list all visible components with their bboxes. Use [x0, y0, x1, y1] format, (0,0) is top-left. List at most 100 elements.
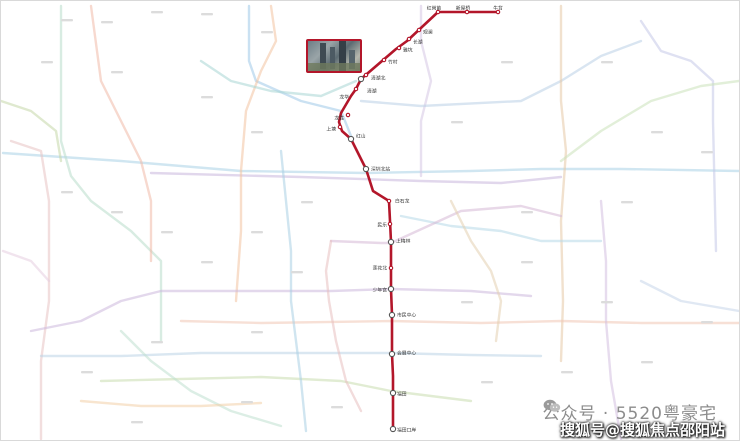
- bg-line-teal-1: [199, 59, 358, 98]
- station-label: 白石龙: [395, 198, 410, 205]
- station-label: 清湖: [367, 88, 377, 95]
- bg-line-steel-1: [639, 279, 739, 313]
- faint-label-mark: [131, 421, 143, 424]
- faint-label-mark: [481, 381, 493, 384]
- faint-label-mark: [111, 211, 123, 214]
- faint-label-mark: [151, 341, 163, 344]
- faint-label-mark: [331, 406, 343, 409]
- station-label: 清湖北: [371, 75, 386, 82]
- station-label: 雅坑: [403, 47, 413, 54]
- faint-label-mark: [501, 61, 513, 64]
- station-label: 红山: [356, 133, 366, 140]
- station-label: 上梅林: [396, 238, 411, 245]
- bg-line-olive-h: [99, 375, 473, 403]
- faint-label-mark: [701, 321, 713, 324]
- station-label: 少年宫: [373, 287, 388, 294]
- station-label: 观澜: [423, 29, 433, 36]
- faint-label-mark: [41, 61, 53, 64]
- station-label: 牛背: [493, 5, 503, 12]
- station-label: 龙华: [339, 94, 349, 101]
- station-label: 长湖: [413, 39, 423, 46]
- station-label: 莲花北: [373, 265, 388, 272]
- station-marker: [495, 9, 501, 15]
- station-label: 新屋桥: [456, 5, 471, 12]
- faint-label-mark: [641, 361, 653, 364]
- bg-line-sky-h: [39, 351, 543, 358]
- bg-line-green-1: [59, 4, 163, 343]
- station-marker: [387, 238, 395, 246]
- wechat-watermark: 公众号 · 5520粤豪宅: [543, 399, 717, 424]
- bg-line-lime-1: [1, 99, 63, 163]
- bg-line-violet-h: [29, 287, 533, 333]
- station-label: 红岗苗: [427, 5, 442, 12]
- station-marker: [388, 311, 396, 319]
- wechat-icon: [543, 399, 560, 412]
- faint-label-mark: [251, 231, 263, 234]
- faint-label-mark: [161, 231, 173, 234]
- station-marker: [388, 265, 394, 271]
- station-marker: [387, 285, 395, 293]
- bg-line-peach-h: [179, 319, 739, 325]
- station-marker: [389, 389, 397, 397]
- faint-label-mark: [651, 131, 663, 134]
- bg-line-pink-1: [9, 139, 51, 440]
- station-marker: [435, 9, 441, 15]
- station-marker: [363, 72, 369, 78]
- faint-label-mark: [461, 301, 473, 304]
- faint-label-mark: [701, 151, 713, 154]
- faint-label-mark: [81, 371, 93, 374]
- bg-line-cyan-1: [399, 214, 603, 243]
- faint-label-mark: [111, 71, 123, 74]
- station-label: 龙胜: [334, 115, 344, 122]
- station-group: 红岗苗新屋桥牛背观澜长湖雅坑竹村清湖北清湖龙华龙胜上塘红山深圳北站白石龙民乐上梅…: [326, 5, 503, 434]
- background-station-labels: [41, 11, 713, 424]
- faint-label-mark: [521, 211, 533, 214]
- faint-label-mark: [601, 301, 613, 304]
- station-label: 福田: [397, 391, 407, 398]
- bg-line-periwinkle: [639, 19, 718, 253]
- station-label: 深圳北站: [371, 166, 390, 173]
- station-label: 上塘: [326, 126, 336, 133]
- bg-line-purple-v: [599, 199, 623, 440]
- faint-label-mark: [451, 121, 463, 124]
- bg-line-magenta-1: [329, 204, 563, 245]
- bg-line-tan-v: [559, 4, 568, 363]
- station-marker: [406, 36, 412, 42]
- station-label: 竹村: [388, 59, 398, 66]
- faint-label-mark: [291, 271, 303, 274]
- bg-line-blush-1: [1, 249, 51, 283]
- station-marker: [464, 9, 470, 15]
- bg-line-amber-h: [79, 399, 263, 408]
- faint-label-mark: [561, 371, 573, 374]
- faint-label-mark: [151, 11, 163, 14]
- station-marker: [386, 198, 392, 204]
- faint-label-mark: [241, 401, 253, 404]
- bg-line-orange-1: [89, 4, 153, 263]
- station-marker: [381, 57, 387, 63]
- station-marker: [387, 221, 393, 227]
- bg-line-sand-v: [449, 199, 503, 343]
- faint-label-mark: [251, 331, 263, 334]
- wechat-account-text: 公众号 · 5520粤豪宅: [542, 404, 717, 424]
- station-marker: [389, 425, 397, 433]
- faint-label-mark: [201, 261, 213, 264]
- faint-label-mark: [601, 61, 613, 64]
- station-marker: [396, 45, 402, 51]
- station-marker: [347, 135, 355, 143]
- faint-label-mark: [201, 96, 213, 99]
- station-label: 市民中心: [397, 312, 416, 319]
- station-marker: [416, 27, 422, 33]
- faint-label-mark: [251, 131, 263, 134]
- station-marker: [345, 112, 351, 118]
- station-marker: [337, 124, 343, 130]
- sohu-watermark: 搜狐号@搜狐焦点邵阳站: [559, 421, 725, 439]
- faint-label-mark: [621, 201, 633, 204]
- station-label: 会展中心: [397, 350, 416, 357]
- bg-line-mint-1: [119, 329, 283, 428]
- bg-line-blue-2: [359, 39, 643, 108]
- station-label: 福田口岸: [397, 427, 416, 434]
- station-marker: [353, 86, 359, 92]
- station-marker: [362, 165, 370, 173]
